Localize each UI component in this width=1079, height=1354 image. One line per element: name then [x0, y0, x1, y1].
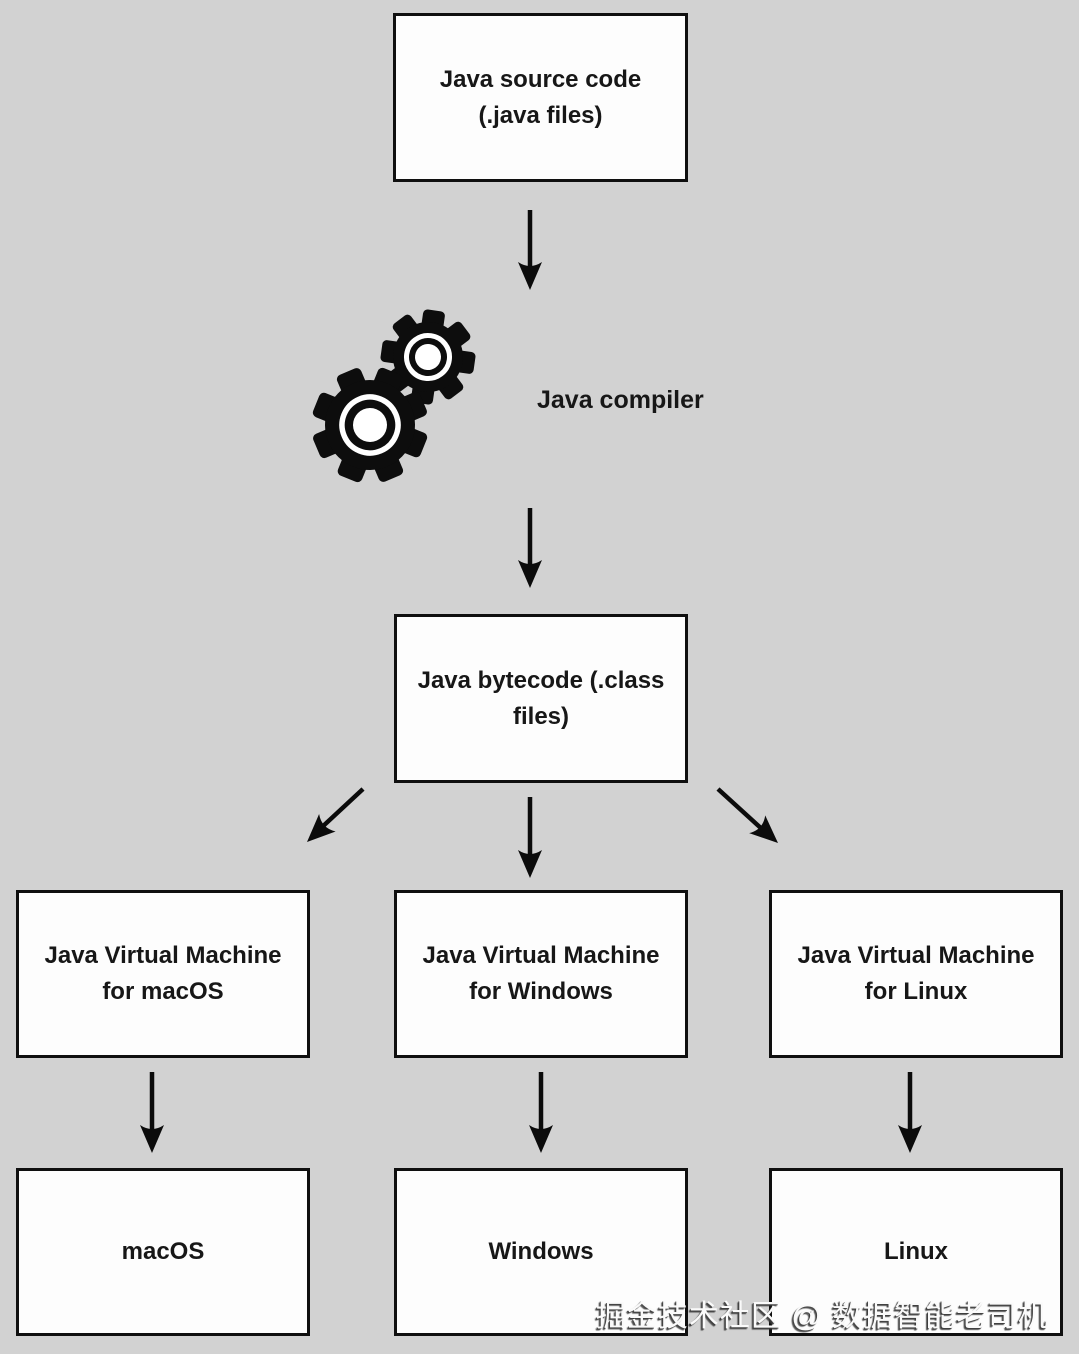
- arrow-bytecode-to-jvm-macos: [307, 787, 365, 842]
- label-line: Java Virtual Machine: [422, 942, 660, 969]
- gears-icon: [312, 309, 476, 483]
- label-line: (.java files): [478, 101, 603, 129]
- node-jvm-linux: Java Virtual Machine for Linux: [769, 890, 1063, 1058]
- arrow-bytecode-to-jvm-linux: [716, 787, 778, 843]
- label-line: for Windows: [469, 978, 613, 1005]
- node-jvm-windows-label: Java Virtual Machine for Windows: [423, 938, 660, 1010]
- node-os-macos-label: macOS: [121, 1238, 205, 1265]
- label-line: files): [512, 702, 569, 730]
- node-java-bytecode-label: Java bytecode (.class files): [418, 663, 665, 735]
- node-os-linux: Linux: [769, 1168, 1063, 1336]
- node-jvm-macos-label: Java Virtual Machine for macOS: [45, 938, 282, 1010]
- compiler-label: Java compiler: [537, 386, 704, 414]
- label-line: Java source code: [439, 65, 642, 93]
- label-line: Java Virtual Machine: [44, 942, 282, 969]
- node-os-macos: macOS: [16, 1168, 310, 1336]
- node-java-source-code-label: Java source code (.java files): [440, 62, 641, 134]
- label-line: for macOS: [102, 978, 224, 1005]
- node-jvm-windows: Java Virtual Machine for Windows: [394, 890, 688, 1058]
- label-line: Java bytecode (.class: [417, 666, 665, 694]
- arrow-jvm-windows-to-windows: [529, 1072, 553, 1153]
- node-os-windows-label: Windows: [488, 1238, 594, 1265]
- label-line: for Linux: [864, 978, 968, 1005]
- arrow-jvm-macos-to-macos: [140, 1072, 164, 1153]
- node-os-windows: Windows: [394, 1168, 688, 1336]
- node-jvm-linux-label: Java Virtual Machine for Linux: [798, 938, 1035, 1010]
- arrow-bytecode-to-jvm-windows: [518, 797, 542, 878]
- arrow-source-to-compiler: [518, 210, 542, 290]
- arrow-jvm-linux-to-linux: [898, 1072, 922, 1153]
- watermark-text: 掘金技术社区 @ 数据智能老司机: [595, 1300, 1049, 1333]
- node-jvm-macos: Java Virtual Machine for macOS: [16, 890, 310, 1058]
- small-gear: [380, 309, 476, 405]
- large-gear: [312, 367, 428, 483]
- node-os-linux-label: Linux: [884, 1238, 948, 1265]
- arrow-compiler-to-bytecode: [518, 508, 542, 588]
- label-line: Java Virtual Machine: [797, 942, 1035, 969]
- node-java-source-code: Java source code (.java files): [393, 13, 688, 182]
- node-java-bytecode: Java bytecode (.class files): [394, 614, 688, 783]
